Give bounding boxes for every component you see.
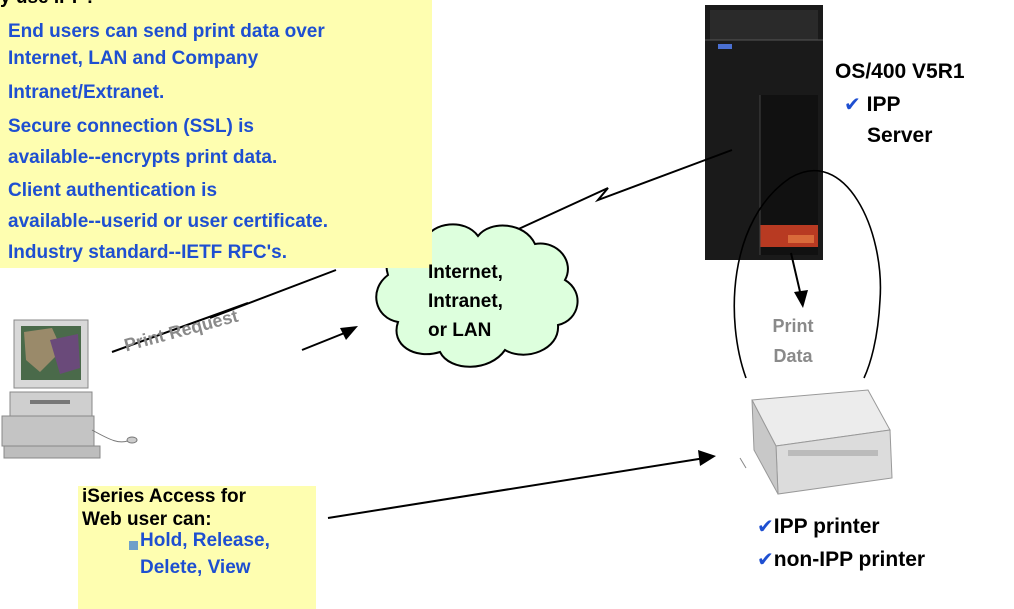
check-icon: ✔ — [757, 516, 774, 538]
os-version-label: OS/400 V5R1 — [835, 60, 965, 83]
server-feature-text: IPP — [866, 93, 901, 116]
print-data-label: Print Data — [760, 311, 826, 371]
arrow-head-printer — [698, 450, 716, 466]
cloud-line: or LAN — [428, 320, 492, 341]
access-bullet-line2: Delete, View — [140, 557, 251, 578]
why-line: Industry standard--IETF RFC's. — [8, 242, 287, 263]
cloud-line: Internet, — [428, 262, 503, 283]
arrow-head-cloud — [340, 326, 358, 340]
cloud-to-server-line — [511, 149, 733, 233]
access-heading-line1: iSeries Access for — [82, 486, 247, 507]
server-feature-line2: Server — [867, 124, 933, 147]
bullet-icon — [129, 541, 138, 550]
why-line: End users can send print data over — [8, 21, 325, 42]
why-line: available--userid or user certificate. — [8, 211, 328, 232]
printer-type-text: non-IPP printer — [773, 548, 926, 571]
why-line: available--encrypts print data. — [8, 147, 278, 168]
printer-type-text: IPP printer — [773, 515, 880, 538]
check-icon: ✔ — [757, 549, 774, 571]
printer-image — [739, 389, 893, 495]
cloud-label: Internet, Intranet, or LAN — [428, 258, 503, 345]
cloud-line: Intranet, — [428, 291, 503, 312]
print-data-line: Data — [773, 346, 813, 366]
printer-type-ipp: ✔IPP printer — [757, 514, 880, 539]
server-feature-line1: ✔ IPP — [844, 92, 900, 117]
printer-type-nonipp: ✔non-IPP printer — [757, 547, 925, 572]
iseries-server-image — [705, 5, 823, 260]
why-line: Secure connection (SSL) is — [8, 116, 254, 137]
iseries-access-box — [78, 486, 316, 609]
why-line: Internet, LAN and Company — [8, 48, 259, 69]
check-icon: ✔ — [844, 94, 861, 116]
access-heading-line2: Web user can: — [82, 509, 212, 530]
access-bullet-line1: Hold, Release, — [140, 530, 270, 551]
why-line: Intranet/Extranet. — [8, 82, 165, 103]
why-use-ipp-title: y use IPP? — [0, 0, 96, 9]
print-data-line: Print — [772, 316, 814, 336]
why-line: Client authentication is — [8, 180, 218, 201]
client-pc-image — [1, 319, 138, 459]
print-data-loop — [733, 170, 882, 379]
arrow-head-down — [794, 290, 808, 308]
print-request-line — [111, 269, 337, 353]
why-use-ipp-box — [0, 0, 432, 268]
